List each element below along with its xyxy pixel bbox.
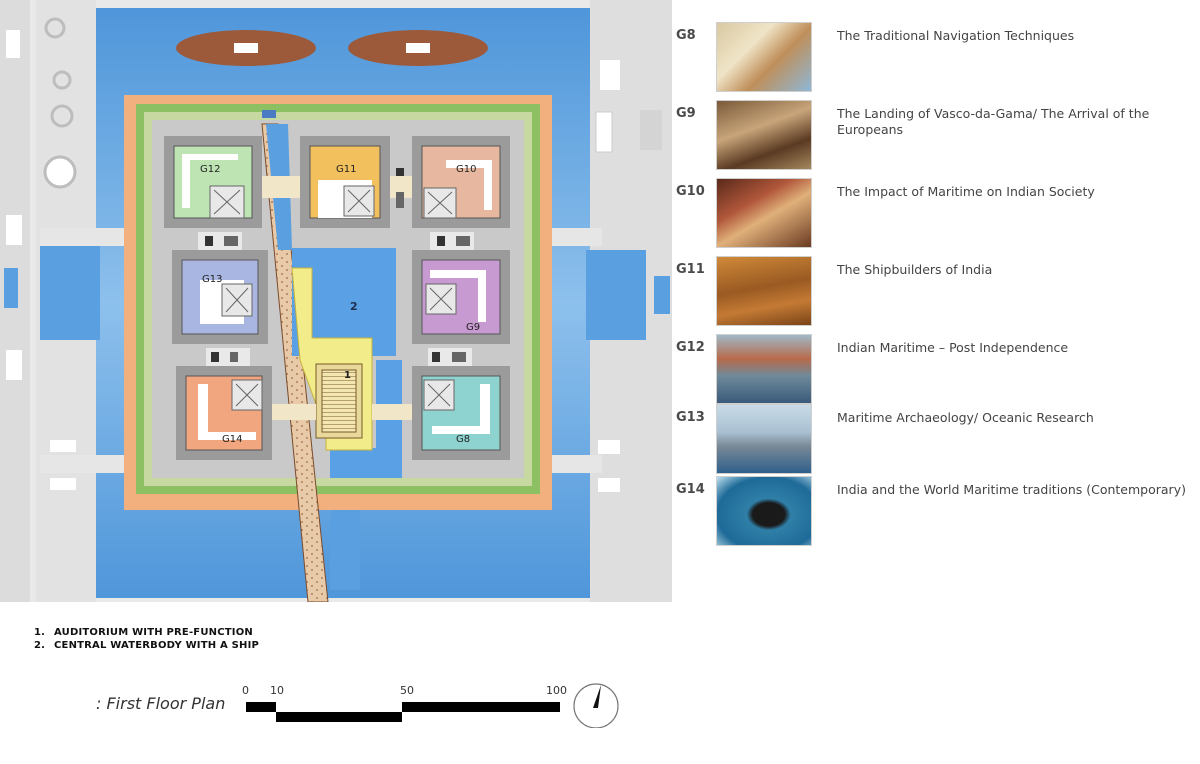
boat-left-icon [176,30,316,66]
gallery-label-g13: G13 [202,274,222,285]
legend-description: The Shipbuilders of India [837,262,993,277]
legend-row-g8: G8 The Traditional Navigation Techniques [676,22,1196,94]
note-text: AUDITORIUM WITH PRE-FUNCTION [54,627,253,638]
gallery-g10: G10 [412,136,510,228]
gallery-g14: G14 [176,366,272,460]
gallery-g13: G13 [172,250,268,344]
scale-bar: 0 10 50 100 [242,683,619,728]
legend-row-g11: G11 The Shipbuilders of India [676,256,1196,328]
legend-description: India and the World Maritime traditions … [837,482,1186,497]
legend-row-g10: G10 The Impact of Maritime on Indian Soc… [676,178,1196,250]
gallery-g12: G12 [164,136,262,228]
gallery-g8: G8 [412,366,510,460]
gallery-g9: G9 [412,250,510,344]
naval-dockyard-thumbnail [716,334,812,404]
gallery-label-g9: G9 [466,322,480,333]
scale-tick-label: 0 [242,684,249,697]
zone-1-label: 1 [344,370,351,381]
legend-description: Maritime Archaeology/ Oceanic Research [837,410,1094,425]
auditorium: 1 [291,267,373,451]
boat-right-icon [348,30,488,66]
note-auditorium: 1. AUDITORIUM WITH PRE-FUNCTION [34,627,253,638]
note-waterbody: 2. CENTRAL WATERBODY WITH A SHIP [34,640,259,651]
scale-tick-label: 10 [270,684,284,697]
scale-segment [276,712,402,722]
gallery-label-g10: G10 [456,164,476,175]
submarine-thumbnail [716,476,812,546]
legend-description: The Traditional Navigation Techniques [837,28,1075,43]
warship-thumbnail [716,404,812,474]
legend-description: Indian Maritime – Post Independence [837,340,1069,355]
scale-segment [246,702,276,712]
vasco-da-gama-thumbnail [716,100,812,170]
scale-tick-label: 100 [546,684,567,697]
navigation-instruments-thumbnail [716,22,812,92]
wooden-ship-thumbnail [716,256,812,326]
legend-code: G12 [676,340,705,355]
legend-row-g9: G9 The Landing of Vasco-da-Gama/ The Arr… [676,100,1196,172]
note-number: 2. [34,640,46,651]
zone-2-label: 2 [350,300,358,313]
legend-row-g13: G13 Maritime Archaeology/ Oceanic Resear… [676,404,1196,476]
scale-tick-label: 50 [400,684,414,697]
indian-society-thumbnail [716,178,812,248]
plan-caption: : First Floor Plan [96,694,226,713]
legend-description: The Landing of Vasco-da-Gama/ The Arriva… [837,106,1150,137]
first-floor-plan: 2 1 G12 G11 [0,0,672,602]
gallery-label-g11: G11 [336,164,356,175]
legend-row-g14: G14 India and the World Maritime traditi… [676,476,1196,548]
legend-code: G8 [676,28,696,43]
legend-code: G13 [676,410,705,425]
scale-segment [402,702,560,712]
gallery-g11: G11 [300,136,390,228]
legend-code: G9 [676,106,696,121]
gallery-label-g8: G8 [456,434,470,445]
note-number: 1. [34,627,46,638]
legend-code: G10 [676,184,705,199]
legend-row-g12: G12 Indian Maritime – Post Independence [676,334,1196,406]
gallery-label-g12: G12 [200,164,220,175]
legend-description: The Impact of Maritime on Indian Society [837,184,1095,199]
legend-code: G14 [676,482,705,497]
note-text: CENTRAL WATERBODY WITH A SHIP [54,640,260,651]
gallery-label-g14: G14 [222,434,242,445]
legend-code: G11 [676,262,705,277]
north-arrow-icon [573,683,619,728]
